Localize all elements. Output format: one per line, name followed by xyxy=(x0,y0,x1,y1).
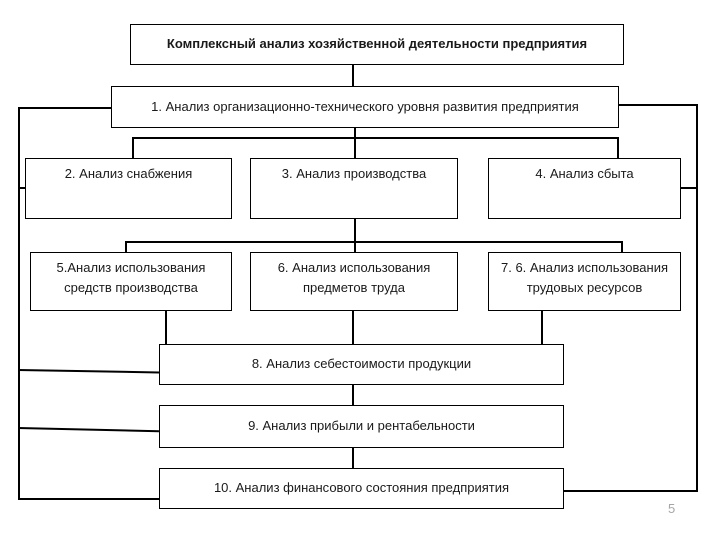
node-root: Комплексный анализ хозяйственной деятель… xyxy=(130,24,624,65)
connector-n9-to-n10 xyxy=(352,448,354,469)
connector-drop-n7 xyxy=(621,241,623,254)
connector-n5-to-n8 xyxy=(165,311,167,345)
connector-left-rail xyxy=(18,107,20,500)
node-8-label: 8. Анализ себестоимости продукции xyxy=(251,356,472,372)
connector-n1-right-arm xyxy=(619,104,698,106)
connector-n1-left-arm xyxy=(18,107,112,109)
node-root-label: Комплексный анализ хозяйственной деятель… xyxy=(166,36,588,52)
connector-n7-to-n8 xyxy=(541,311,543,345)
connector-drop-n5 xyxy=(125,241,127,253)
connector-right-rail xyxy=(696,104,698,492)
node-3-label: 3. Анализ производства xyxy=(281,166,427,181)
connector-n1-stem xyxy=(354,128,356,139)
connector-n6-to-n8 xyxy=(352,311,354,345)
node-9-label: 9. Анализ прибыли и рентабельности xyxy=(248,418,475,434)
connector-root-to-n1 xyxy=(352,64,354,87)
connector-n3-to-n6-stem xyxy=(354,219,356,253)
connector-left-branch-n8 xyxy=(17,369,159,374)
connector-left-branch-n9 xyxy=(17,427,159,433)
node-9: 9. Анализ прибыли и рентабельности xyxy=(159,405,564,448)
connector-drop-n2 xyxy=(132,137,134,159)
node-2-label: 2. Анализ снабжения xyxy=(64,166,193,181)
connector-drop-n3 xyxy=(354,137,356,159)
node-3: 3. Анализ производства xyxy=(250,158,458,219)
node-8: 8. Анализ себестоимости продукции xyxy=(159,344,564,385)
node-6-label: 6. Анализ использования предметов труда xyxy=(277,260,431,296)
node-1: 1. Анализ организационно-технического ур… xyxy=(111,86,619,128)
node-7: 7. 6. Анализ использования трудовых ресу… xyxy=(488,252,681,311)
connector-distributor-row3 xyxy=(125,241,623,243)
connector-n8-to-n9 xyxy=(352,385,354,406)
connector-drop-n4 xyxy=(617,137,619,159)
node-5: 5.Анализ использования средств производс… xyxy=(30,252,232,311)
node-4-label: 4. Анализ сбыта xyxy=(535,166,634,181)
connector-left-branch-n10 xyxy=(18,498,160,500)
slide-page-number: 5 xyxy=(668,501,676,516)
node-1-label: 1. Анализ организационно-технического ур… xyxy=(151,98,579,114)
node-5-label: 5.Анализ использования средств производс… xyxy=(56,260,206,296)
connector-left-tick-n2 xyxy=(18,187,26,189)
node-4: 4. Анализ сбыта xyxy=(488,158,681,219)
node-10-label: 10. Анализ финансового состояния предпри… xyxy=(213,480,510,496)
connector-right-branch-n10 xyxy=(563,490,698,492)
node-2: 2. Анализ снабжения xyxy=(25,158,232,219)
connector-right-tick-n4 xyxy=(681,187,697,189)
node-6: 6. Анализ использования предметов труда xyxy=(250,252,458,311)
node-7-label: 7. 6. Анализ использования трудовых ресу… xyxy=(500,260,669,296)
connector-distributor-row2 xyxy=(132,137,619,139)
node-10: 10. Анализ финансового состояния предпри… xyxy=(159,468,564,509)
